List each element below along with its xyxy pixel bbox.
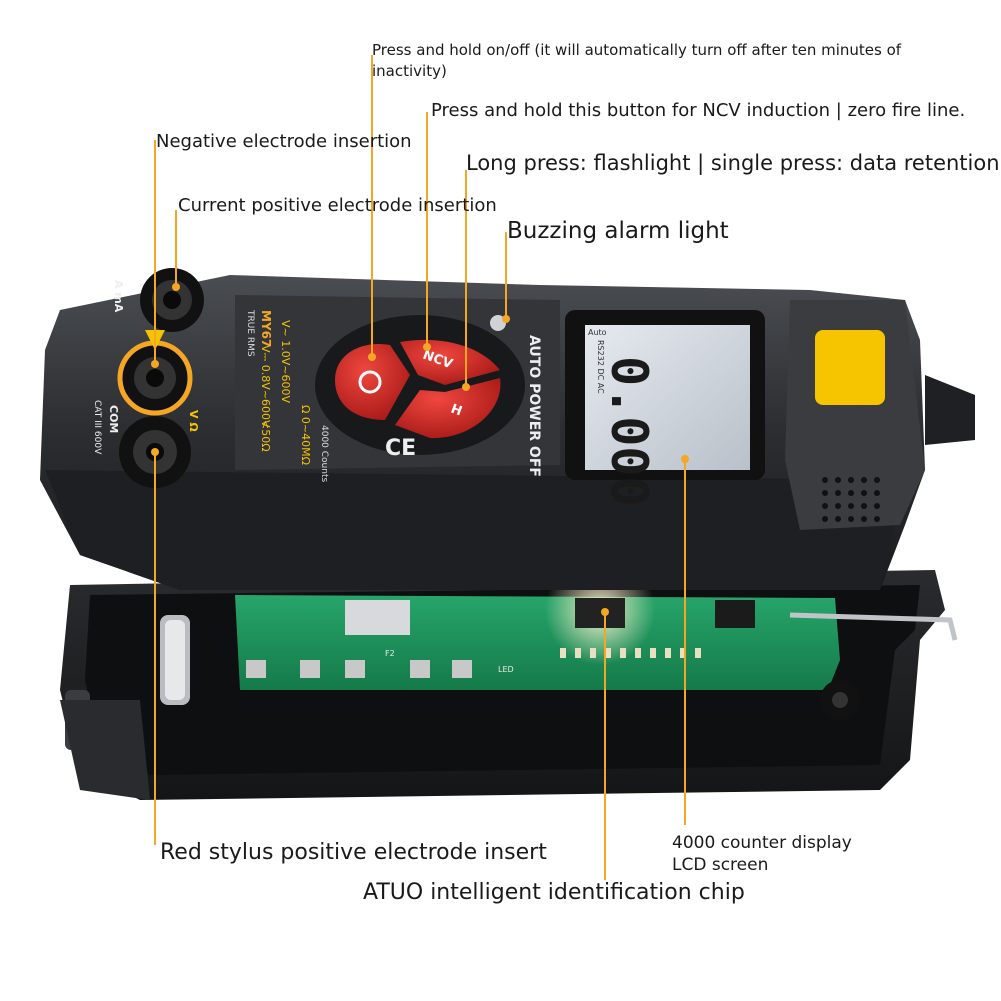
callout-current-jack: Current positive electrode insertion (178, 195, 497, 216)
spec-cont: <50Ω (259, 420, 272, 452)
callout-dots (151, 283, 689, 616)
callout-lcd: 4000 counter display LCD screen (672, 833, 852, 875)
callout-chip: ATUO intelligent identification chip (363, 880, 745, 905)
jack-v-mark: V Ω (187, 410, 200, 432)
auto-power-off-mark: AUTO POWER OFF (526, 335, 542, 477)
lcd-top-mark: RS232 DC AC (596, 340, 605, 394)
lcd-screen (565, 310, 765, 480)
callout-red-stylus-jack: Red stylus positive electrode insert (160, 840, 547, 865)
hold-button-mark: H (449, 402, 464, 420)
spec-ac: V~ 1.0V~600V (279, 320, 292, 403)
device-markings: MY67 TRUE RMS V~ 1.0V~600V V⎓ 0.8V~600V … (92, 280, 658, 674)
speaker-grille (822, 477, 880, 522)
counts-mark: 4000 Counts (319, 425, 329, 482)
ce-mark: CE (385, 436, 416, 461)
lcd-digits: 0.000 (600, 356, 658, 507)
lcd-side-mark: Auto (588, 328, 607, 337)
callout-flashlight-button: Long press: flashlight | single press: d… (466, 151, 1000, 175)
callout-lines (154, 55, 686, 880)
pcb-f2-mark: F2 (385, 649, 395, 658)
jack-a-mark: A mA (112, 280, 125, 313)
callout-buzzer: Buzzing alarm light (507, 218, 729, 244)
spec-res: Ω 0~40MΩ (299, 405, 312, 465)
spec-dc: V⎓ 0.8V~600V (259, 345, 272, 428)
flashlight-lens (815, 330, 885, 405)
callout-negative-jack: Negative electrode insertion (156, 131, 412, 152)
true-rms-mark: TRUE RMS (245, 309, 255, 357)
circuit-board (160, 555, 958, 720)
callout-power-button: Press and hold on/off (it will automatic… (372, 41, 902, 80)
pcb-led-mark: LED (498, 665, 514, 674)
jack-com-mark: COM (107, 405, 120, 433)
model-mark: MY67 (259, 310, 273, 347)
button-cluster (315, 315, 525, 455)
callout-ncv-button: Press and hold this button for NCV induc… (431, 100, 966, 121)
cat-mark: CAT III 600V (92, 400, 102, 455)
